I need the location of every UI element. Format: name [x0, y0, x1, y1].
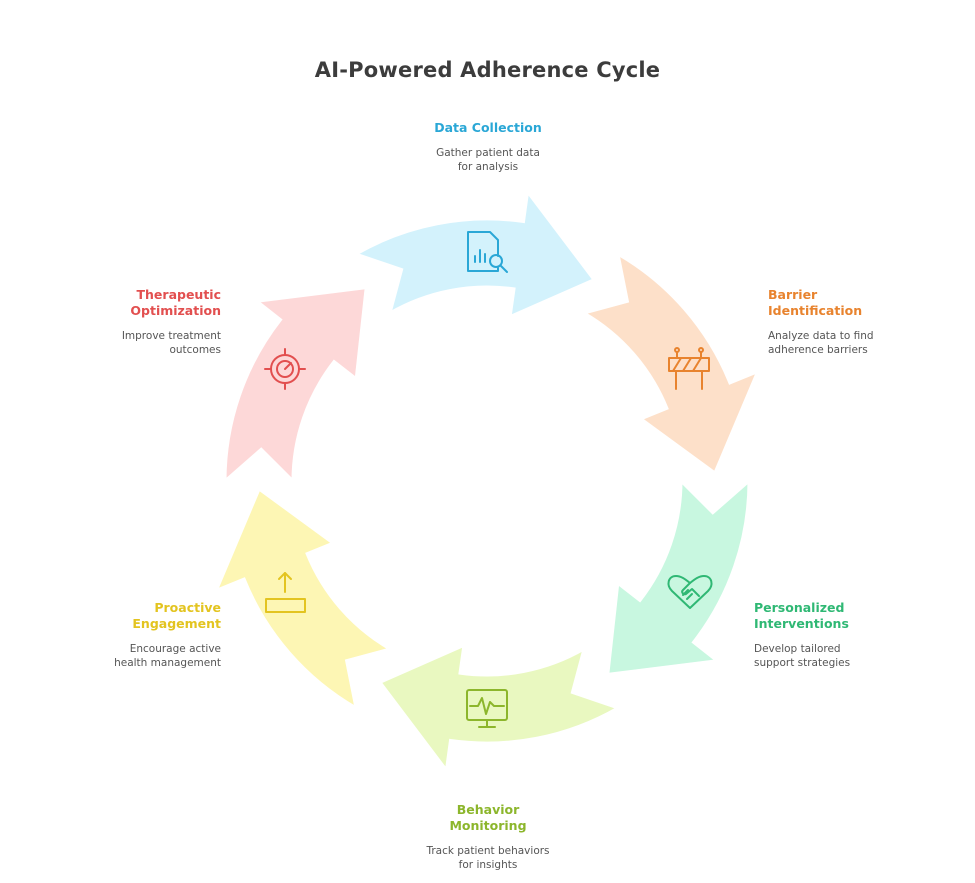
stage-description-line: outcomes	[169, 344, 221, 356]
arrow-segment-personalized-interventions	[606, 477, 751, 677]
stage-description: Encourage active health management	[31, 642, 221, 670]
upload-tray-icon	[265, 572, 306, 613]
heart-handshake-icon	[667, 575, 713, 609]
stage-personalized-interventions: Personalized Interventions Develop tailo…	[754, 600, 944, 670]
stage-title-line: Optimization	[130, 303, 221, 318]
stage-title-line: Interventions	[754, 616, 849, 631]
stage-title-line: Barrier	[768, 287, 818, 302]
stage-title-line: Identification	[768, 303, 863, 318]
target-gauge-icon	[264, 348, 306, 390]
stage-title: Therapeutic Optimization	[31, 287, 221, 319]
stage-description-line: health management	[114, 657, 221, 669]
stage-description: Improve treatment outcomes	[31, 329, 221, 357]
stage-description: Develop tailored support strategies	[754, 642, 944, 670]
barrier-icon	[668, 347, 710, 390]
stage-description-line: Track patient behaviors	[426, 845, 550, 857]
stage-description-line: for analysis	[457, 161, 519, 173]
stage-title: Barrier Identification	[768, 287, 958, 319]
stage-therapeutic-optimization: Therapeutic Optimization Improve treatme…	[31, 287, 221, 357]
stage-title: Data Collection	[434, 120, 542, 135]
stage-description-line: Encourage active	[129, 643, 221, 655]
stage-description-line: adherence barriers	[768, 344, 868, 356]
stage-title-line: Behavior	[456, 802, 520, 817]
stage-description-line: Improve treatment	[121, 330, 221, 342]
arrow-segment-behavior-monitoring	[377, 642, 622, 774]
stage-description-line: Analyze data to find	[768, 330, 874, 342]
stage-title-line: Monitoring	[449, 818, 527, 833]
stage-description-line: for insights	[458, 859, 518, 871]
stage-description-line: Develop tailored	[754, 643, 841, 655]
stage-title: Proactive Engagement	[31, 600, 221, 632]
stage-data-collection: Data Collection Gather patient data for …	[393, 120, 583, 174]
stage-barrier-identification: Barrier Identification Analyze data to f…	[768, 287, 958, 357]
stage-title-line: Proactive	[154, 600, 221, 615]
stage-description: Gather patient data for analysis	[393, 146, 583, 174]
cycle-arrows	[213, 188, 761, 774]
stage-proactive-engagement: Proactive Engagement Encourage active he…	[31, 600, 221, 670]
arrow-segment-data-collection	[352, 188, 597, 320]
stage-title: Personalized Interventions	[754, 600, 944, 632]
diagram-title: AI-Powered Adherence Cycle	[314, 58, 661, 82]
arrow-segment-barrier-identification	[580, 251, 761, 476]
stage-description: Track patient behaviors for insights	[393, 844, 583, 872]
stage-description: Analyze data to find adherence barriers	[768, 329, 958, 357]
stage-behavior-monitoring: Behavior Monitoring Track patient behavi…	[393, 802, 583, 872]
monitor-heartbeat-icon	[466, 689, 508, 728]
stage-title-line: Engagement	[132, 616, 221, 631]
arrow-segment-therapeutic-optimization	[223, 285, 368, 485]
stage-title-line: Therapeutic	[136, 287, 222, 302]
data-search-icon	[467, 231, 508, 273]
stage-description-line: Gather patient data	[436, 147, 540, 159]
stage-title-line: Personalized	[754, 600, 845, 615]
stage-description-line: support strategies	[754, 657, 851, 669]
stage-title: Behavior Monitoring	[393, 802, 583, 834]
